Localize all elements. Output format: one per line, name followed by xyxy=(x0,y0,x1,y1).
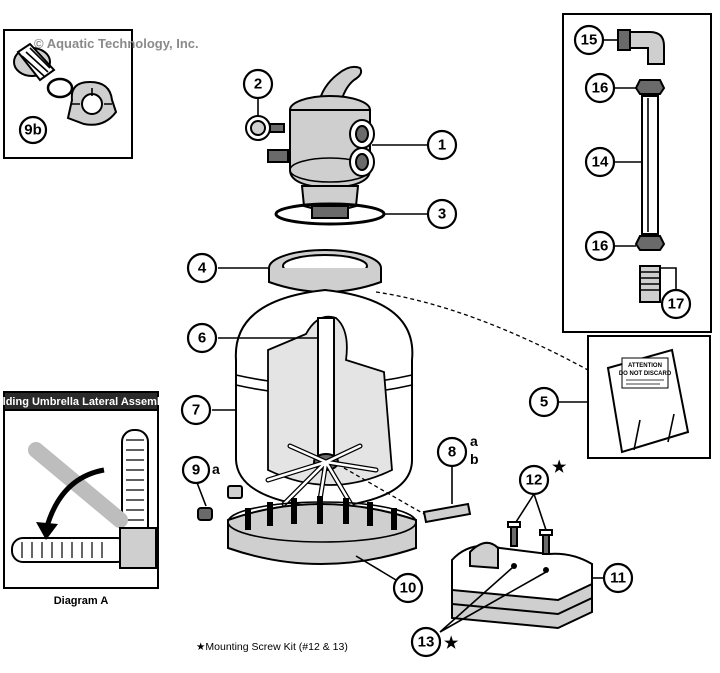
sign-frame xyxy=(587,335,711,459)
inset-lateral-title: Folding Umbrella Lateral Assembly xyxy=(0,396,174,408)
watermark-text: © Aquatic Technology, Inc. xyxy=(34,36,199,51)
sign-line-1: ATTENTION xyxy=(628,363,662,369)
callout-circle-1 xyxy=(426,129,458,161)
callout-circle-5 xyxy=(528,386,560,418)
callout-9-suffix: a xyxy=(212,461,220,477)
strainer-basket xyxy=(13,42,56,82)
callout-circle-3 xyxy=(426,198,458,230)
callout-circle-4 xyxy=(186,252,218,284)
star-icon-13: ★ xyxy=(444,635,459,652)
callout-10: 10 xyxy=(400,580,417,597)
inset-9b-frame xyxy=(3,29,133,159)
elbow-fitting xyxy=(617,29,665,65)
inset-lateral-assembly: Folding Umbrella Lateral Assembly xyxy=(0,391,174,589)
callout-8-suffix-a: a xyxy=(470,433,478,449)
instruction-sign-box: ATTENTION DO NOT DISCARD xyxy=(587,335,711,459)
callout-6: 6 xyxy=(198,330,206,347)
pressure-gauge xyxy=(245,115,285,141)
callout-circle-16-top xyxy=(584,72,616,104)
callout-circle-8 xyxy=(436,436,468,468)
callout-circle-9 xyxy=(181,455,211,485)
inset-9b: 9b © Aquatic Technology, Inc. xyxy=(3,29,199,159)
callout-4: 4 xyxy=(198,260,207,277)
inset-pipe-assembly: 15 16 14 16 17 xyxy=(562,13,712,333)
star-icon-12: ★ xyxy=(552,459,567,476)
inset-lateral-caption: Diagram A xyxy=(54,595,109,607)
callout-circle-12 xyxy=(518,464,550,496)
callout-circle-11 xyxy=(602,562,634,594)
strainer-o-ring xyxy=(46,77,74,99)
callout-circle-2 xyxy=(242,68,274,100)
callout-circle-16-bottom xyxy=(584,230,616,262)
callout-circle-14 xyxy=(584,146,616,178)
callout-circle-13 xyxy=(410,626,442,658)
callout-2: 2 xyxy=(254,76,262,93)
adapter-fitting xyxy=(639,265,661,303)
lateral-hub xyxy=(265,443,379,515)
fold-arrow-icon xyxy=(36,522,58,540)
callout-8-suffix-b: b xyxy=(470,451,479,467)
multiport-valve xyxy=(267,65,375,219)
callout-circle-17 xyxy=(660,288,692,320)
callout-11: 11 xyxy=(610,570,626,587)
callout-circle-10 xyxy=(392,572,424,604)
callout-1: 1 xyxy=(438,137,446,154)
filter-base xyxy=(227,496,417,565)
callout-3: 3 xyxy=(438,206,446,223)
nut-bottom xyxy=(634,235,666,251)
center-pipe xyxy=(317,317,335,459)
callout-circle-15 xyxy=(573,24,605,56)
standpipe xyxy=(641,95,659,235)
footnote-mounting-kit: ★Mounting Screw Kit (#12 & 13) xyxy=(196,641,348,653)
callout-7: 7 xyxy=(192,402,200,419)
drain-assembly xyxy=(422,502,472,524)
sign-line-2: DO NOT DISCARD xyxy=(619,371,672,377)
mounting-screws xyxy=(507,521,553,555)
callout-circle-9b xyxy=(18,115,48,145)
mounting-base-pads xyxy=(451,541,593,630)
nut-top xyxy=(634,79,666,95)
tank-collar xyxy=(268,249,382,293)
callout-circle-7 xyxy=(180,394,212,426)
callout-8: 8 xyxy=(448,444,456,461)
inset-pipe-frame xyxy=(562,13,712,333)
strainer-cap-knob xyxy=(66,80,118,126)
callout-16-top: 16 xyxy=(592,80,609,97)
callout-5: 5 xyxy=(540,394,548,411)
callout-9b: 9b xyxy=(24,122,42,139)
callout-12: 12 xyxy=(526,472,543,489)
drain-cap xyxy=(197,507,213,521)
callout-15: 15 xyxy=(581,32,598,49)
lateral-horizontal xyxy=(11,537,129,563)
drain-port xyxy=(227,485,243,499)
callout-circle-6 xyxy=(186,322,218,354)
callout-9: 9 xyxy=(192,462,200,479)
lateral-ghost xyxy=(28,442,128,528)
callout-14: 14 xyxy=(592,154,609,171)
callout-17: 17 xyxy=(668,296,685,313)
callout-13: 13 xyxy=(418,634,435,651)
callout-16-bottom: 16 xyxy=(592,238,609,255)
